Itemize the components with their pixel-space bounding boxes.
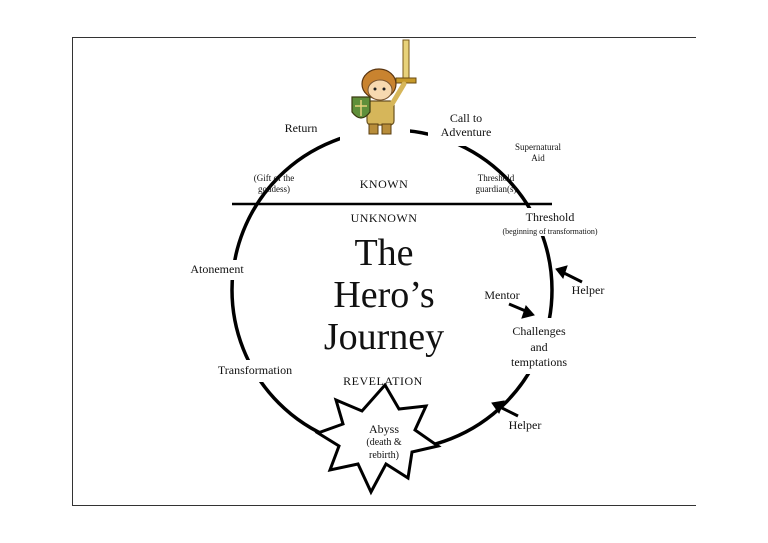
gift-of-goddess-label: (Gift of the goddess) xyxy=(244,173,304,195)
gift-line-1: (Gift of the xyxy=(253,173,295,183)
helper-lower-label: Helper xyxy=(508,418,542,432)
unknown-label: UNKNOWN xyxy=(350,211,418,225)
atonement-label: Atonement xyxy=(190,262,244,276)
abyss-line-1: Abyss xyxy=(368,422,399,436)
supernatural-aid-label: Supernatural Aid xyxy=(506,142,570,164)
title-line-2: Hero’s xyxy=(333,274,435,316)
abyss-star-icon xyxy=(314,382,442,496)
challenges-line-2: and xyxy=(530,339,548,354)
gift-line-2: goddess) xyxy=(258,183,290,194)
abyss-line-3: rebirth) xyxy=(369,449,399,461)
call-to-adventure-line-2: Adventure xyxy=(440,125,492,140)
abyss-line-2: (death & xyxy=(366,437,402,448)
threshold-guardians-line-2: guardian(s) xyxy=(475,183,517,194)
helper-upper-label: Helper xyxy=(571,283,605,297)
supernatural-aid-line-2: Aid xyxy=(531,152,545,163)
title-line-1: The xyxy=(354,232,414,274)
hero-knight-icon xyxy=(340,39,417,142)
call-to-adventure-label: Call to Adventure xyxy=(428,111,504,140)
supernatural-aid-line-1: Supernatural xyxy=(515,142,561,152)
diagram-title: The Hero’s Journey xyxy=(296,234,472,356)
threshold-label: Threshold xyxy=(525,210,575,224)
arrow-icon xyxy=(491,265,583,418)
threshold-note-label: (beginning of transformation) xyxy=(502,227,598,236)
known-label: KNOWN xyxy=(359,177,409,191)
threshold-guardians-label: Threshold guardian(s) xyxy=(466,173,526,195)
transformation-label: Transformation xyxy=(217,363,293,377)
challenges-line-3: temptations xyxy=(511,355,567,370)
slide-frame xyxy=(72,37,696,506)
challenges-line-1: Challenges xyxy=(512,324,566,338)
mentor-label: Mentor xyxy=(484,288,520,302)
return-label: Return xyxy=(284,121,318,135)
call-to-adventure-line-1: Call to xyxy=(449,111,483,125)
title-line-3: Journey xyxy=(323,316,445,358)
challenges-label: Challenges and temptations xyxy=(500,324,578,371)
revelation-label: REVELATION xyxy=(343,374,423,388)
abyss-label: Abyss (death & rebirth) xyxy=(354,422,414,462)
threshold-guardians-line-1: Threshold xyxy=(477,173,515,183)
